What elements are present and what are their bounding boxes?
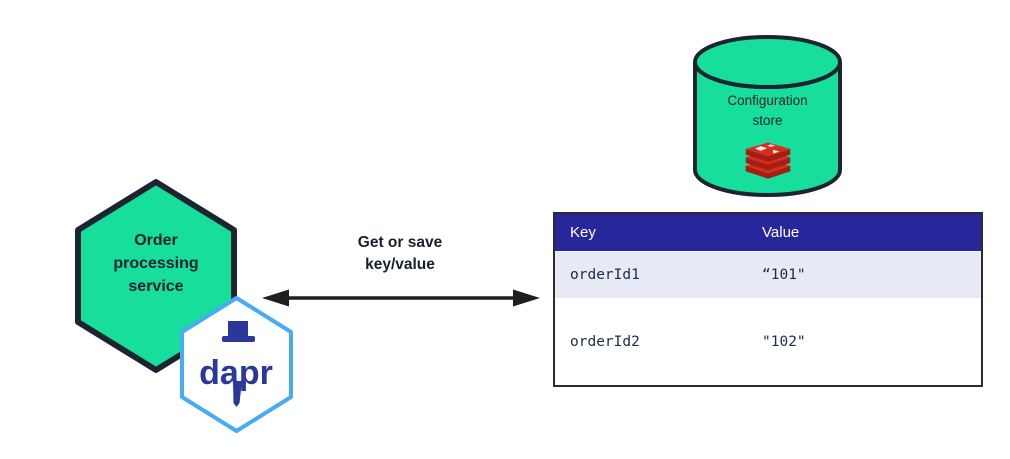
redis-icon: [745, 142, 791, 179]
kv-row1-value: “101": [762, 267, 806, 283]
config-store-label: Configuration store: [690, 91, 845, 131]
kv-row1-key: orderId1: [570, 267, 640, 283]
kv-row2-key: orderId2: [570, 333, 640, 350]
order-service-label-line2: processing: [113, 255, 199, 272]
config-store-label-line1: Configuration: [727, 93, 808, 108]
order-service-label-line3: service: [128, 278, 184, 295]
kv-header-value: Value: [762, 224, 800, 241]
arrow-label-line2: key/value: [365, 256, 435, 273]
kv-header-key: Key: [570, 224, 596, 241]
dapr-wordmark: dapr: [199, 354, 273, 392]
table-row: orderId2 "102": [555, 298, 981, 385]
arrowhead-right: [513, 289, 540, 307]
arrow-label: Get or save key/value: [295, 232, 505, 276]
get-save-double-arrow: [262, 289, 540, 307]
kv-table-header-row: Key Value: [555, 214, 981, 252]
table-row: orderId1 “101": [555, 252, 981, 298]
kv-table: Key Value orderId1 “101" orderId2 "102": [553, 212, 983, 387]
dapr-logo-icon: dapr: [199, 321, 273, 407]
order-service-label-line1: Order: [134, 232, 178, 249]
arrow-label-line1: Get or save: [357, 234, 443, 251]
dapr-hexagon-badge: dapr: [180, 296, 293, 433]
kv-row2-value: "102": [762, 333, 806, 350]
order-service-label: Order processing service: [72, 229, 240, 298]
config-store-label-line2: store: [752, 113, 783, 128]
config-store-cylinder: [693, 35, 842, 197]
arrowhead-left: [262, 289, 289, 307]
